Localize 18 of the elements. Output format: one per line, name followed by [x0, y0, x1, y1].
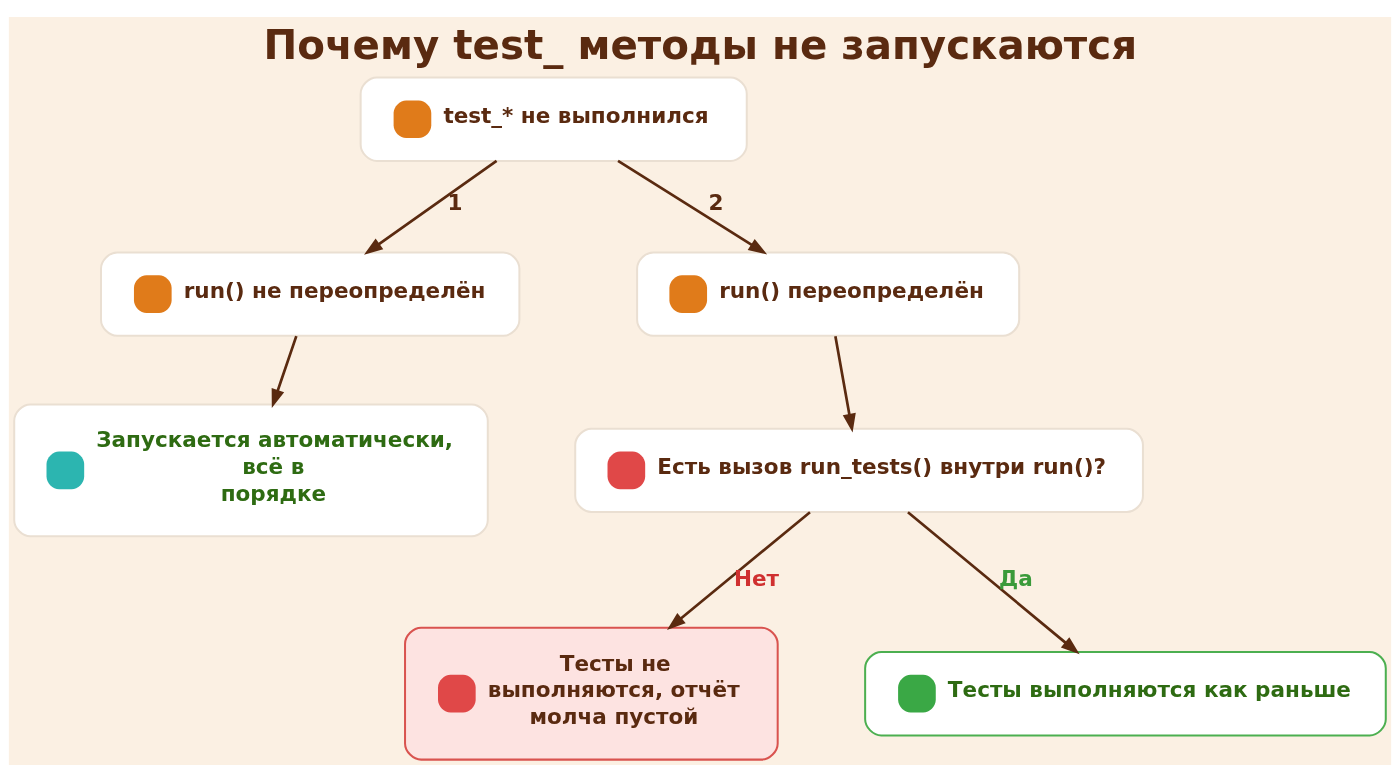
- edge-label: Да: [999, 565, 1033, 591]
- arrow: [271, 335, 298, 408]
- node-box: Есть вызов run_tests() внутри run()?: [574, 427, 1144, 513]
- edge-label: 2: [708, 189, 724, 215]
- node-box: test_* не выполнился: [359, 76, 748, 162]
- node-box: Запускается автоматически, всё в порядке: [13, 402, 489, 537]
- node-box: run() переопределён: [636, 250, 1021, 337]
- edge-label: Нет: [733, 565, 780, 591]
- node-box: run() не переопределён: [99, 250, 521, 337]
- arrow: [666, 510, 811, 630]
- diagram-title: Почему test_ методы не запускаются: [263, 21, 1138, 69]
- arrow: [834, 335, 856, 433]
- arrow: [617, 159, 768, 255]
- node-box: Тесты выполняются как раньше: [864, 650, 1387, 736]
- edge-label: 1: [447, 189, 463, 215]
- arrow: [364, 159, 498, 255]
- node-box: Тесты не выполняются, отчёт молча пустой: [404, 626, 779, 761]
- arrow: [907, 510, 1080, 654]
